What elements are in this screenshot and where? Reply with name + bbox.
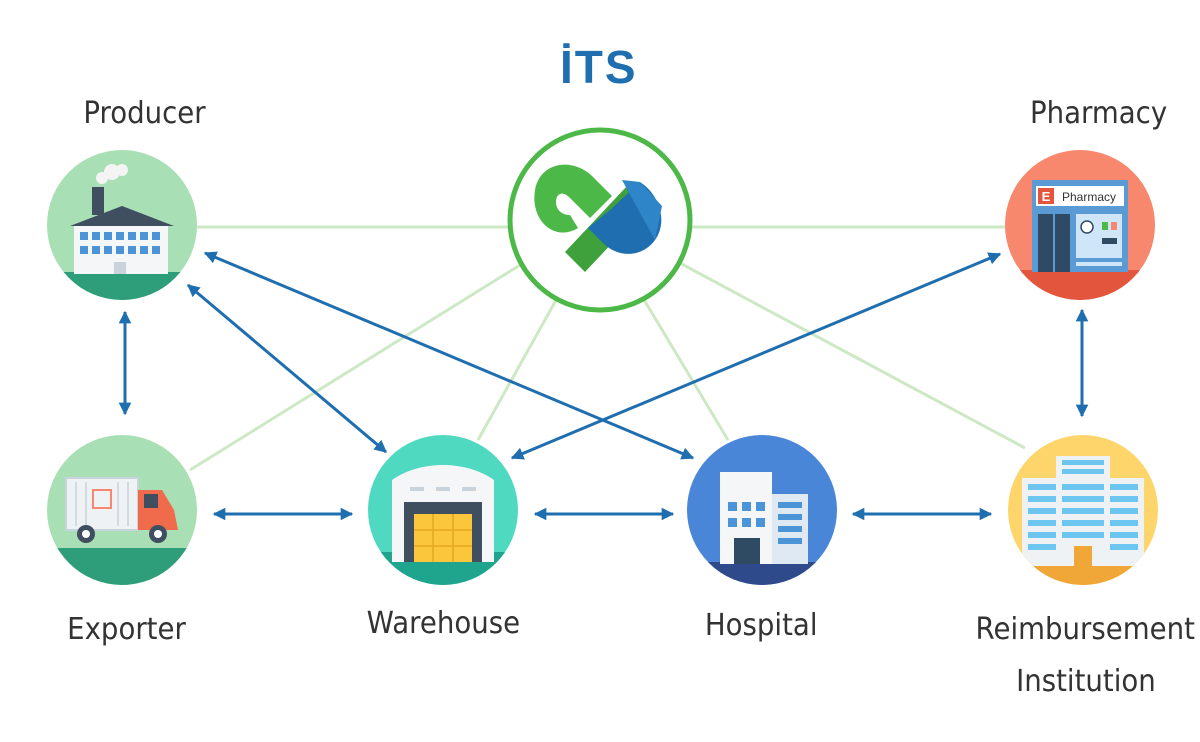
connector-exporter [189,263,521,472]
node-reimbursement [1008,435,1158,585]
label-warehouse: Warehouse [366,606,521,641]
node-warehouse [368,435,518,585]
pharmacy-sign-text: Pharmacy [1062,190,1116,204]
flow-arrows [118,251,1089,521]
its-logo-icon [534,164,662,272]
label-reimbursement-line2: Institution [1016,664,1156,699]
arrow-producer-warehouse [187,283,387,454]
connector-hospital [638,292,730,441]
pharmacy-sign-letter: E [1042,189,1051,204]
office-building-icon [1008,456,1158,585]
label-reimbursement-line1: Reimbursement [975,612,1195,647]
page-title: İTS [560,41,638,93]
node-exporter [47,435,197,585]
label-exporter: Exporter [67,612,186,647]
arrow-pharmacy-warehouse [510,252,1002,460]
connector-reimbursement [677,260,1026,450]
node-producer [47,150,197,300]
node-pharmacy: E Pharmacy [1005,150,1155,300]
connector-warehouse [476,292,562,441]
label-producer: Producer [83,96,206,131]
label-hospital: Hospital [704,608,818,643]
label-pharmacy: Pharmacy [1029,96,1168,131]
node-hospital [687,435,837,585]
hub-its-logo [507,127,693,313]
